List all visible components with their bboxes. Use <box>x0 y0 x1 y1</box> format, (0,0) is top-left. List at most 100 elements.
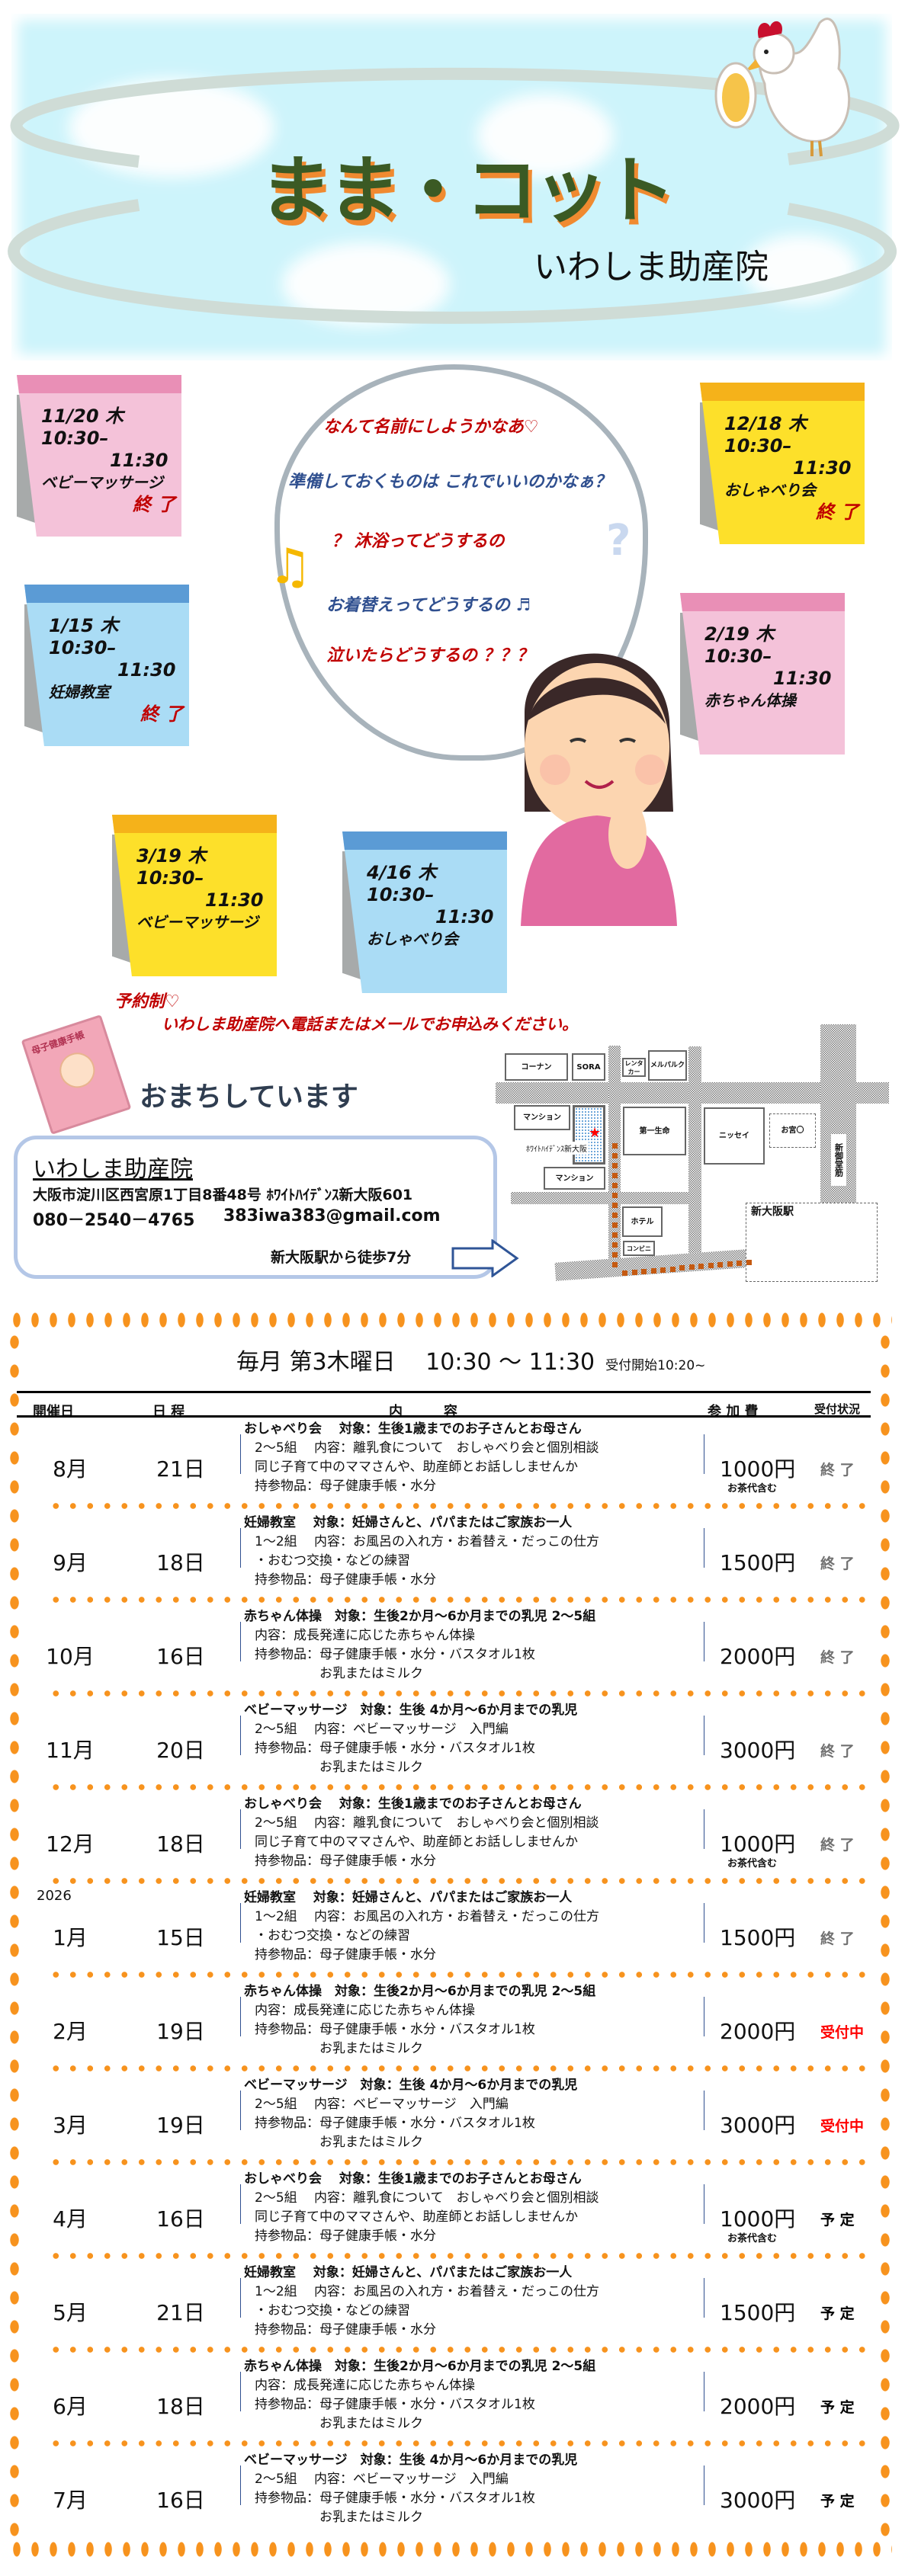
row-title: ベビーマッサージ 対象：生後 4か月～6か月までの乳児 <box>244 1703 578 1718</box>
row-detail: 2～5組 内容：ベビーマッサージ 入門編 <box>255 2097 509 2112</box>
row-detail: 持参物品：母子健康手帳・水分 <box>255 2322 436 2337</box>
row-status: 終 了 <box>820 1837 855 1854</box>
row-month: 1月 <box>53 1925 88 1950</box>
arrow-right-icon <box>451 1239 519 1277</box>
note-status: 終 了 <box>140 703 184 725</box>
row-fee: 3000円 <box>720 1738 796 1763</box>
cloud-decoration <box>477 94 614 178</box>
route-dot <box>679 1265 685 1271</box>
note-paper <box>112 815 277 976</box>
dotted-border <box>878 1328 892 2542</box>
row-month: 2月 <box>53 2019 88 2044</box>
row-detail: 1～2組 内容：お風呂の入れ方・お着替え・だっこの仕方 <box>255 1909 600 1924</box>
route-dot <box>622 1270 627 1276</box>
music-note-icon: ♫ <box>268 539 313 595</box>
row-status: 受付中 <box>820 2118 865 2135</box>
thought-line: 泣いたらどうするの ？？？ <box>326 646 534 665</box>
note-start: 10:30– <box>367 884 435 905</box>
row-separator <box>47 1502 871 1510</box>
column-divider <box>240 2184 241 2224</box>
row-day: 15日 <box>156 1925 205 1950</box>
column-divider <box>240 1903 241 1943</box>
row-status: 終 了 <box>820 1649 855 1666</box>
row-detail: お乳またはミルク <box>255 2416 423 2431</box>
row-status: 終 了 <box>820 1743 855 1760</box>
row-title: ベビーマッサージ 対象：生後 4か月～6か月までの乳児 <box>244 2078 578 2093</box>
note-date: 11/20 木 <box>41 405 124 427</box>
schedule-time: 毎月 第3木曜日 10:30 ～ 11:30 <box>236 1349 595 1376</box>
row-status: 終 了 <box>820 1462 855 1479</box>
route-dot <box>612 1213 618 1218</box>
note-label: 赤ちゃん体操 <box>704 691 796 710</box>
note-end: 11:30 <box>435 906 494 928</box>
row-day: 21日 <box>156 1456 205 1482</box>
row-fee: 1500円 <box>720 1550 796 1575</box>
row-status: 予 定 <box>820 2212 855 2228</box>
star-marker-icon: ★ <box>589 1125 602 1141</box>
welcome-heading: おまちしています <box>140 1081 358 1113</box>
route-dot <box>698 1264 704 1270</box>
map-building: ニッセイ <box>704 1107 765 1165</box>
note-paper <box>17 375 181 537</box>
row-detail: 持参物品：母子健康手帳・水分 <box>255 1854 436 1869</box>
map-building: マンション <box>544 1167 605 1190</box>
note-label: ベビーマッサージ <box>41 473 163 492</box>
row-detail: 持参物品：母子健康手帳・水分・バスタオル1枚 <box>255 1741 535 1756</box>
map-building: ホテル <box>622 1206 663 1237</box>
map-building: レンタカー <box>622 1058 646 1077</box>
row-separator <box>47 1877 871 1885</box>
route-dot <box>708 1263 714 1269</box>
row-day: 18日 <box>156 2394 205 2419</box>
row-detail: ・おむつ交換・などの練習 <box>255 2303 410 2318</box>
row-detail: お乳またはミルク <box>255 2135 423 2150</box>
row-day: 19日 <box>156 2019 205 2044</box>
row-detail: 1～2組 内容：お風呂の入れ方・お着替え・だっこの仕方 <box>255 1534 600 1549</box>
row-fee: 1000円 <box>720 1831 796 1857</box>
row-detail: お乳またはミルク <box>255 1666 423 1681</box>
note-strip <box>24 585 189 603</box>
note-date: 12/18 木 <box>724 413 807 434</box>
thought-line: ？ 沐浴ってどうするの <box>332 532 505 551</box>
row-day: 20日 <box>156 1738 205 1763</box>
row-status: 予 定 <box>820 2493 855 2510</box>
route-dot <box>612 1262 618 1267</box>
map-building: コーナン <box>505 1053 568 1081</box>
column-divider <box>240 2465 241 2505</box>
note-start: 10:30– <box>724 435 792 457</box>
route-dot <box>612 1183 618 1188</box>
row-title: 妊婦教室 対象：妊婦さんと、パパまたはご家族お一人 <box>244 1515 573 1530</box>
row-detail: 同じ子育て中のママさんや、助産師とお話ししませんか <box>255 1834 578 1850</box>
row-detail: 同じ子育て中のママさんや、助産師とお話ししませんか <box>255 1459 578 1475</box>
row-title: おしゃべり会 対象：生後1歳までのお子さんとお母さん <box>244 1421 582 1437</box>
reception-time: 受付開始10:20~ <box>605 1358 706 1373</box>
row-detail: 持参物品：母子健康手帳・水分・バスタオル1枚 <box>255 1647 535 1662</box>
row-fee: 1500円 <box>720 1925 796 1950</box>
note-status: 終 了 <box>133 494 176 515</box>
row-fee-note: お茶代含む <box>727 2233 778 2244</box>
row-detail: 2～5組 内容：ベビーマッサージ 入門編 <box>255 2472 509 2487</box>
route-dot <box>660 1267 666 1273</box>
clinic-building-label: ﾎﾜｲﾄﾊｲﾃﾞﾝｽ新大阪 <box>525 1142 589 1155</box>
row-month: 5月 <box>53 2300 88 2325</box>
note-end: 11:30 <box>773 668 832 689</box>
map-building: メルパルク <box>648 1050 687 1081</box>
map-road <box>820 1024 856 1203</box>
row-title: おしゃべり会 対象：生後1歳までのお子さんとお母さん <box>244 2171 582 2187</box>
column-header: 受付状況 <box>814 1402 861 1416</box>
clinic-email[interactable]: 383iwa383@gmail.com <box>223 1206 441 1226</box>
clinic-phone[interactable]: 080－2540－4765 <box>33 1211 195 1230</box>
row-status: 終 了 <box>820 1556 855 1572</box>
schedule-heading: 毎月 第3木曜日 10:30 ～ 11:30 受付開始10:20~ <box>236 1343 705 1376</box>
column-divider <box>240 1622 241 1661</box>
clinic-subtitle: いわしま助産院 <box>534 248 769 287</box>
row-detail: 内容：成長発達に応じた赤ちゃん体操 <box>255 1628 475 1643</box>
map-road <box>608 1046 621 1274</box>
